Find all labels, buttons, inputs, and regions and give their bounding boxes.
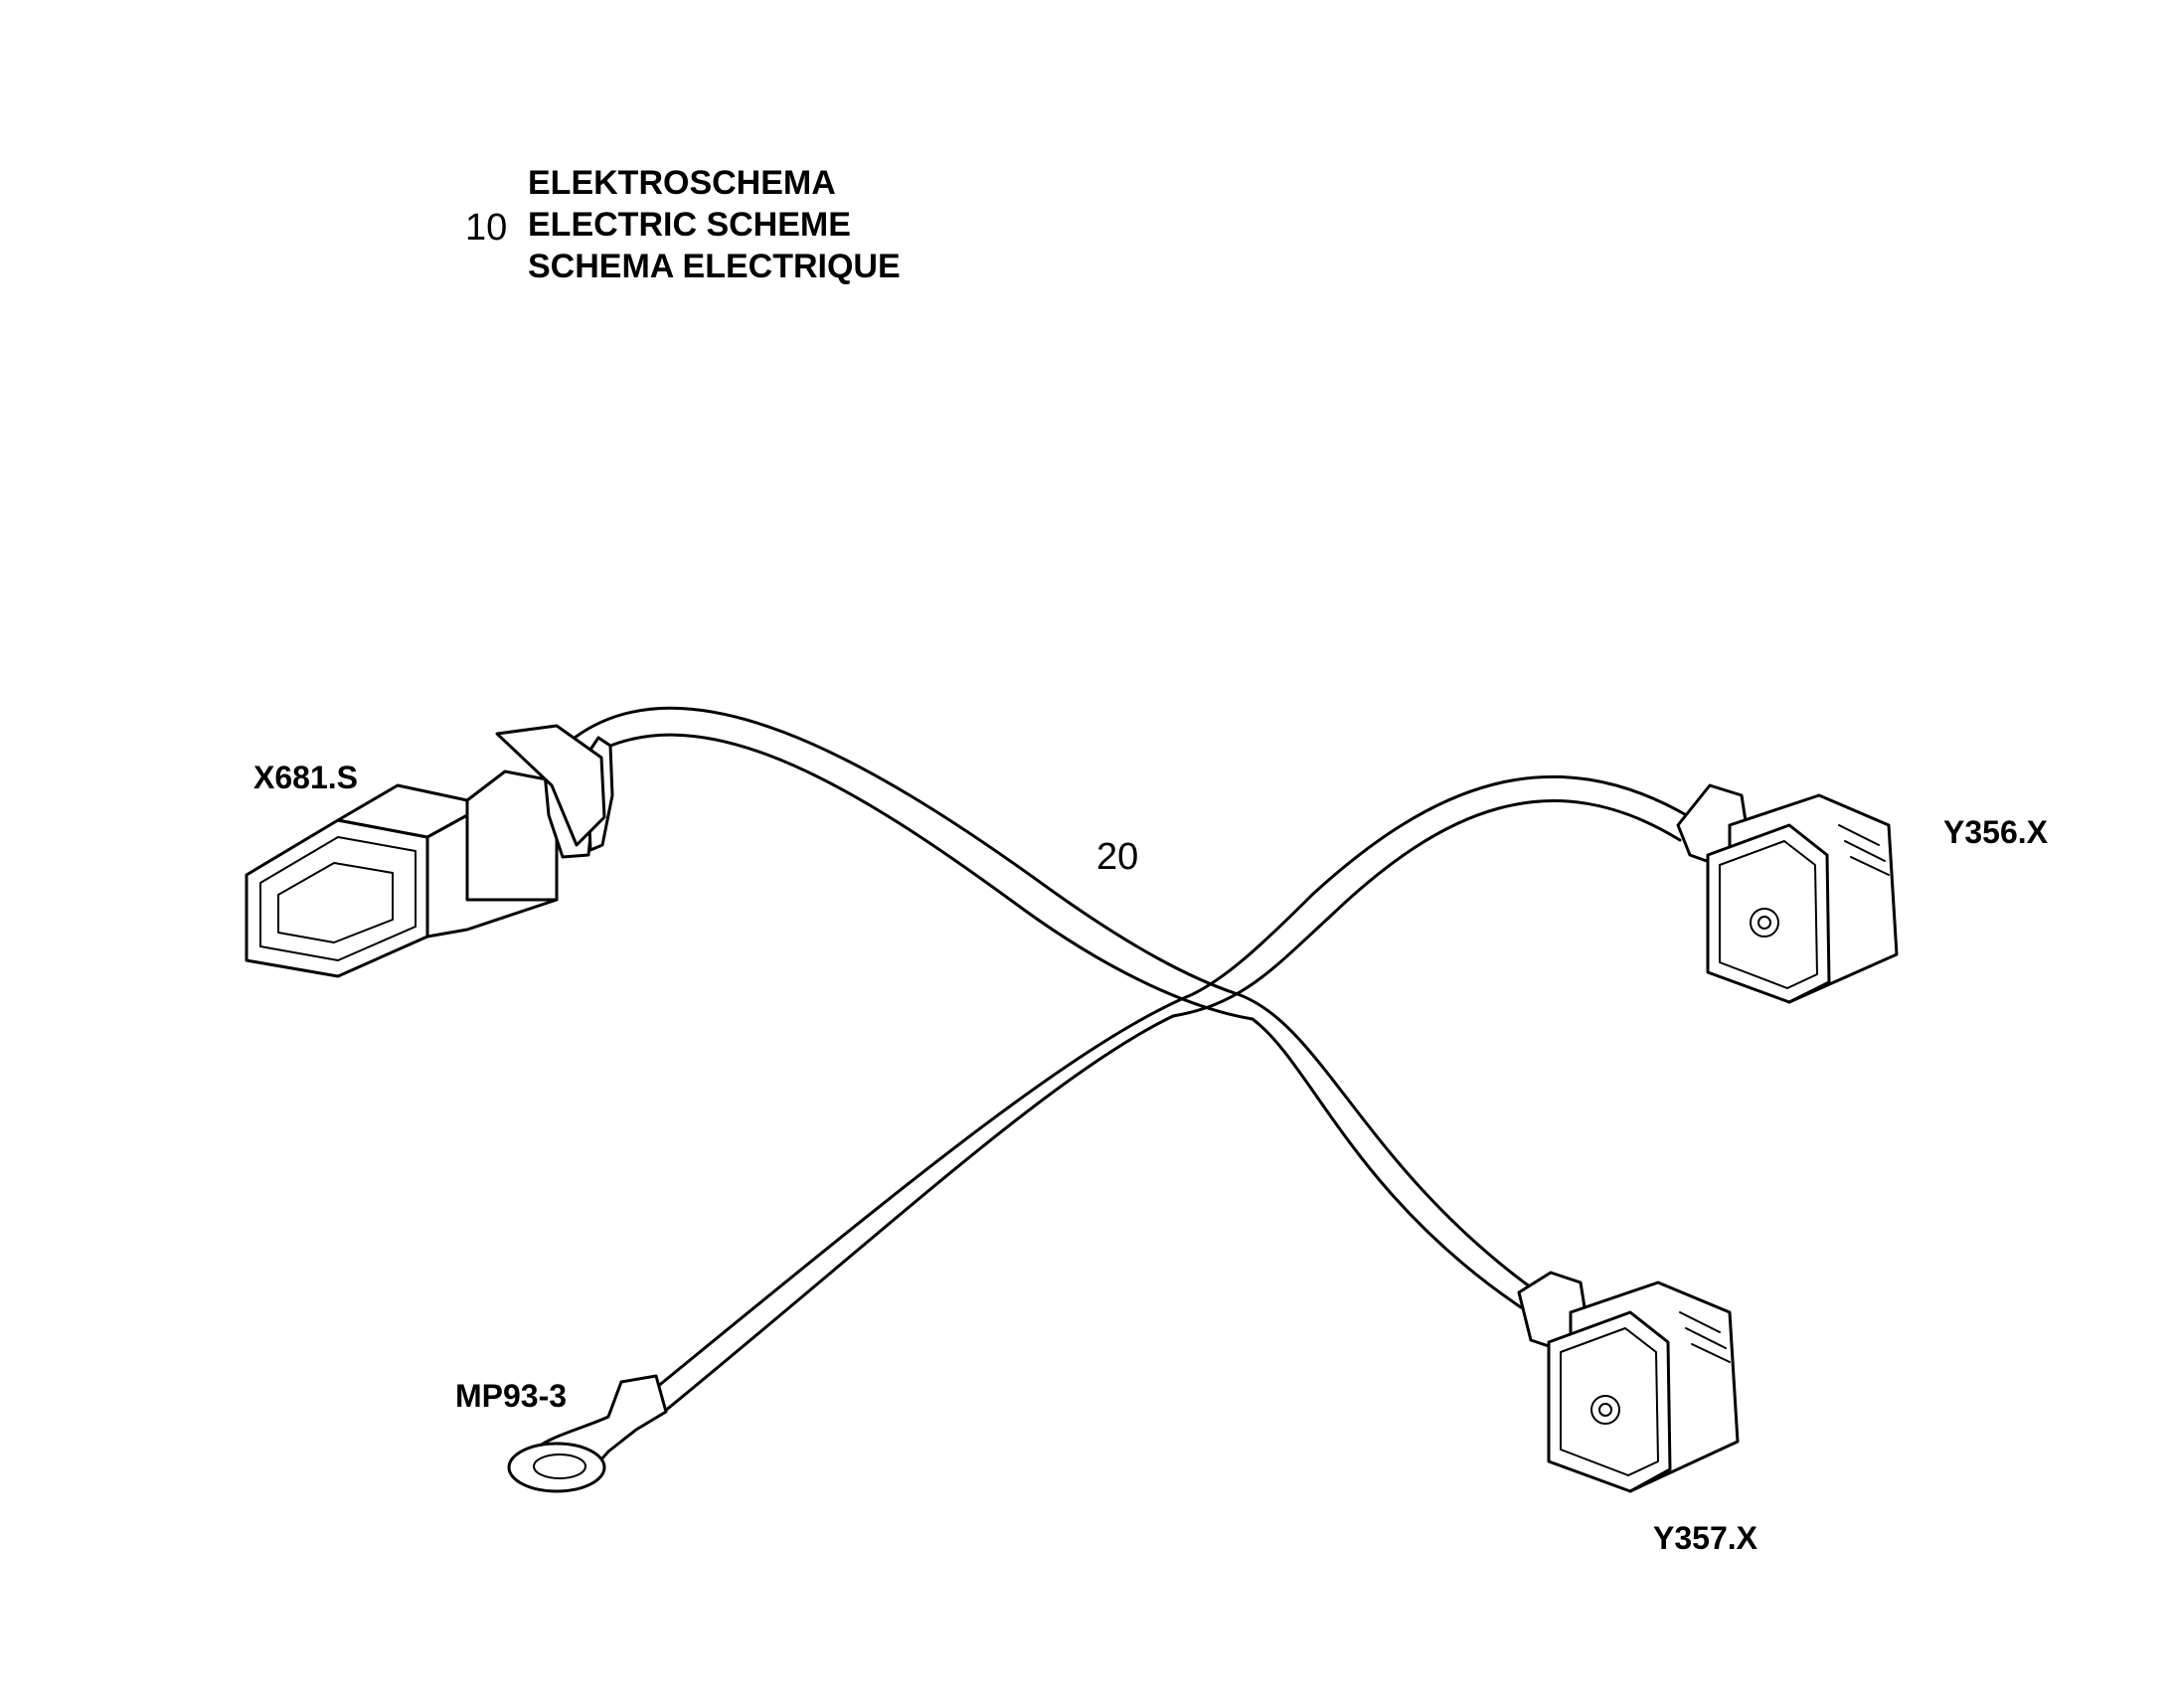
connector-y356: Y356.X <box>1676 783 2049 1004</box>
x681-latch <box>465 769 559 902</box>
y357-screw-icon <box>1590 1395 1620 1425</box>
label-x681: X681.S <box>253 760 358 795</box>
x681-socket <box>277 862 394 943</box>
mp93-ring <box>507 1442 606 1493</box>
title-item-number: 10 <box>465 207 507 249</box>
label-mp93: MP93-3 <box>455 1378 567 1414</box>
connector-y357: Y357.X <box>1517 1271 1758 1556</box>
y357-face <box>1560 1327 1659 1476</box>
wire-harness <box>573 706 1692 1414</box>
label-y357: Y357.X <box>1653 1520 1758 1556</box>
y357-ribs <box>1679 1311 1731 1363</box>
title-block: 10 ELEKTROSCHEMA ELECTRIC SCHEME SCHEMA … <box>465 164 901 285</box>
cable-x681-inner <box>580 733 1523 1309</box>
y356-screw-head <box>1757 916 1771 930</box>
y357-screw-head <box>1598 1403 1612 1417</box>
y356-ribs <box>1838 824 1890 876</box>
x681-housing-rim <box>259 836 417 961</box>
terminal-mp93: MP93-3 <box>455 1374 668 1493</box>
cable-y356-outer <box>649 774 1692 1394</box>
title-line-nl: ELEKTROSCHEMA <box>528 164 836 202</box>
mp93-ring-hole <box>533 1453 586 1479</box>
connector-x681: X681.S <box>245 724 614 978</box>
y356-screw-icon <box>1750 908 1779 938</box>
title-line-en: ELECTRIC SCHEME <box>528 206 851 244</box>
cable-y356-inner <box>662 799 1682 1414</box>
y356-face <box>1719 840 1818 989</box>
x681-boot <box>495 724 606 847</box>
harness-item-number: 20 <box>1096 836 1138 878</box>
label-y356: Y356.X <box>1943 814 2049 850</box>
cable-x681-outer <box>573 706 1533 1289</box>
x681-housing-front <box>245 818 429 978</box>
title-line-fr: SCHEMA ELECTRIQUE <box>528 248 901 285</box>
y356-body-front <box>1706 823 1831 1004</box>
y357-body-front <box>1547 1310 1672 1493</box>
